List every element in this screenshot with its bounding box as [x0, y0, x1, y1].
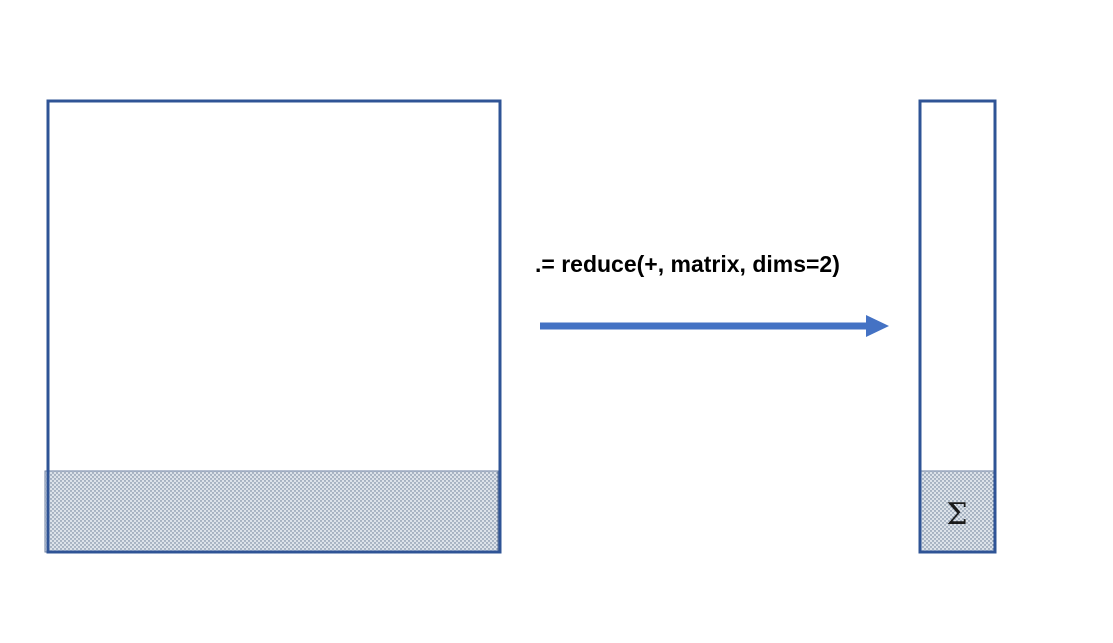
sigma-symbol: Σ — [946, 497, 968, 532]
right-arrow-icon — [540, 315, 889, 337]
matrix-hatched-row — [44, 470, 499, 553]
result-vector-block — [918, 99, 997, 554]
result-vector-outline — [918, 99, 997, 554]
operation-label: .= reduce(+, matrix, dims=2) — [535, 251, 840, 277]
matrix-block — [44, 99, 502, 554]
matrix-outline — [46, 99, 502, 554]
